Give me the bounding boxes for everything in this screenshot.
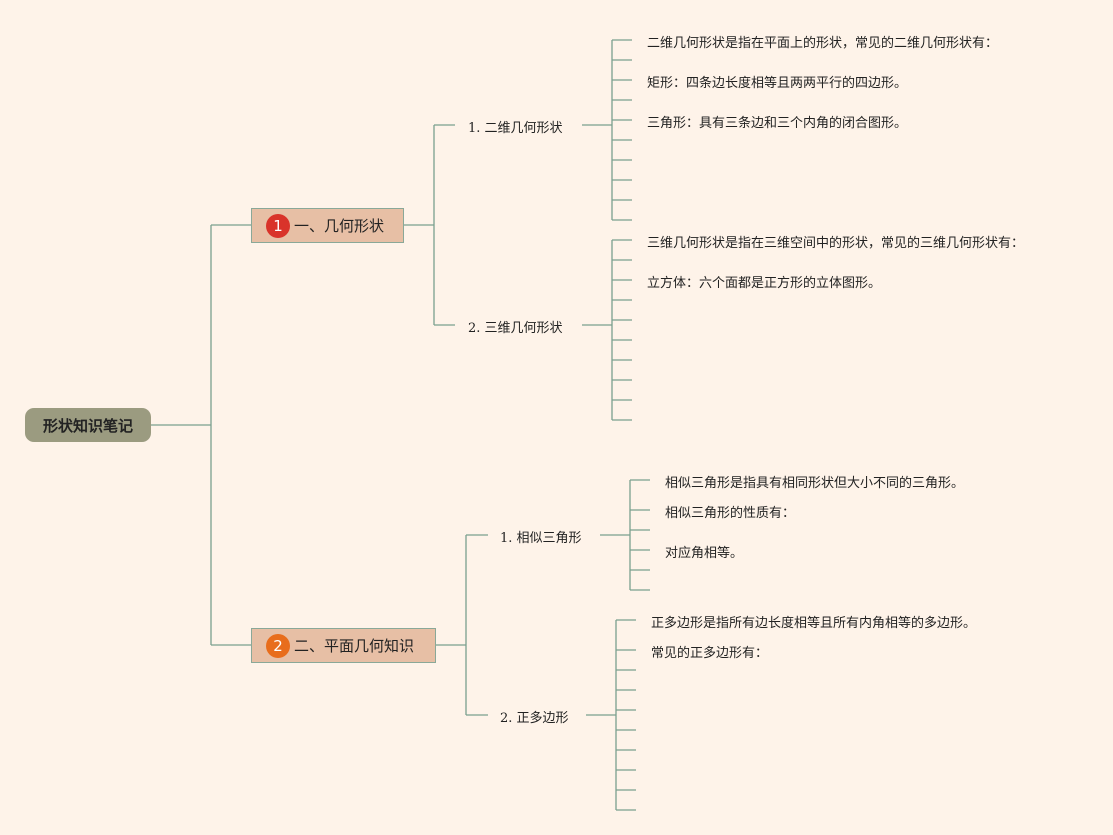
- root-label: 形状知识笔记: [42, 416, 133, 435]
- note-item[interactable]: 正多边形是指所有边长度相等且所有内角相等的多边形。: [651, 616, 977, 631]
- subtopic-3d-shapes[interactable]: 2. 三维几何形状: [468, 321, 563, 336]
- topic-label: 二、平面几何知识: [294, 637, 415, 655]
- note-item[interactable]: 矩形：四条边长度相等且两两平行的四边形。: [647, 76, 908, 91]
- note-item[interactable]: 常见的正多边形有：: [651, 646, 769, 661]
- topic-label: 一、几何形状: [294, 217, 385, 235]
- subtopic-similar-triangles[interactable]: 1. 相似三角形: [500, 531, 582, 546]
- subtopic-2d-shapes[interactable]: 1. 二维几何形状: [468, 121, 563, 136]
- topic-plane-geometry[interactable]: 2 二、平面几何知识: [251, 628, 436, 663]
- priority-2-badge: 2: [266, 633, 290, 658]
- subtopic-regular-polygons[interactable]: 2. 正多边形: [500, 711, 569, 726]
- note-item[interactable]: 二维几何形状是指在平面上的形状，常见的二维几何形状有：: [647, 36, 999, 51]
- note-item[interactable]: 三维几何形状是指在三维空间中的形状，常见的三维几何形状有：: [647, 236, 1025, 251]
- note-item[interactable]: 相似三角形的性质有：: [665, 506, 796, 521]
- note-item[interactable]: 相似三角形是指具有相同形状但大小不同的三角形。: [665, 476, 965, 491]
- note-item[interactable]: 对应角相等。: [665, 546, 744, 561]
- topic-geometric-shapes[interactable]: 1 一、几何形状: [251, 208, 404, 243]
- root-node[interactable]: 形状知识笔记: [25, 408, 151, 442]
- priority-1-badge: 1: [266, 213, 290, 238]
- note-item[interactable]: 立方体：六个面都是正方形的立体图形。: [647, 276, 882, 291]
- note-item[interactable]: 三角形：具有三条边和三个内角的闭合图形。: [647, 116, 908, 131]
